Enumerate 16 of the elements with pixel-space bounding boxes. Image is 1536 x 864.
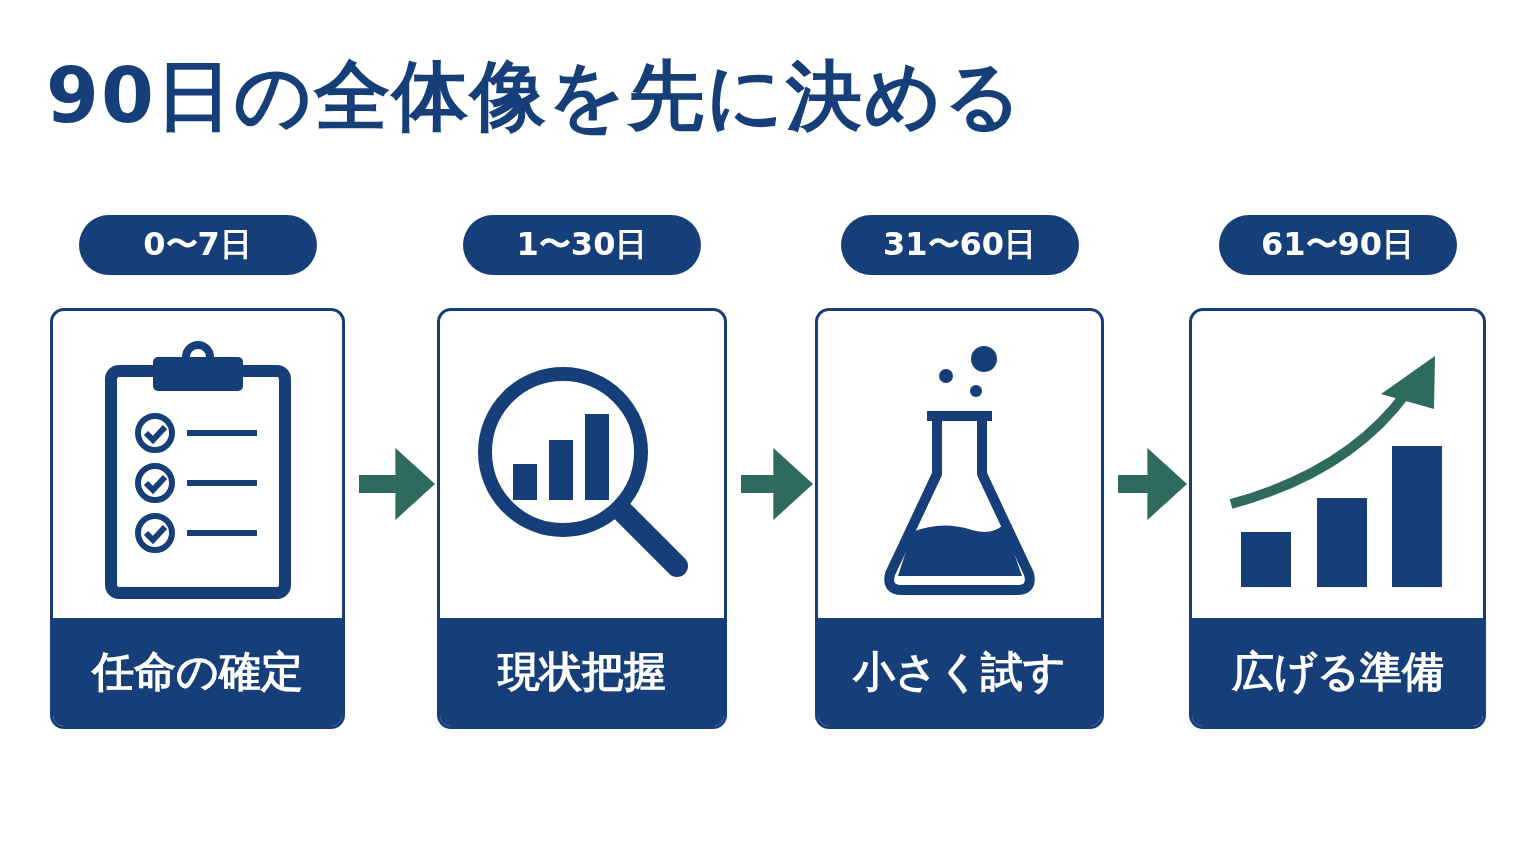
step-card [50,308,345,729]
step-label: 任命の確定 [53,618,342,726]
step-label: 広げる準備 [1192,618,1483,726]
arrow [1118,448,1187,520]
duration-tag: 31〜60日 [840,215,1079,275]
arrow [359,448,435,520]
arrow [741,448,813,520]
step-card [1189,308,1486,729]
step-label: 小さく試す [818,618,1101,726]
step-card [815,308,1104,729]
step-card [437,308,727,729]
step-label: 現状把握 [440,618,724,726]
duration-tag: 0〜7日 [78,215,317,275]
duration-tag: 61〜90日 [1218,215,1457,275]
page-title: 90日の全体像を先に決める [46,50,1024,142]
duration-tag: 1〜30日 [463,215,701,275]
